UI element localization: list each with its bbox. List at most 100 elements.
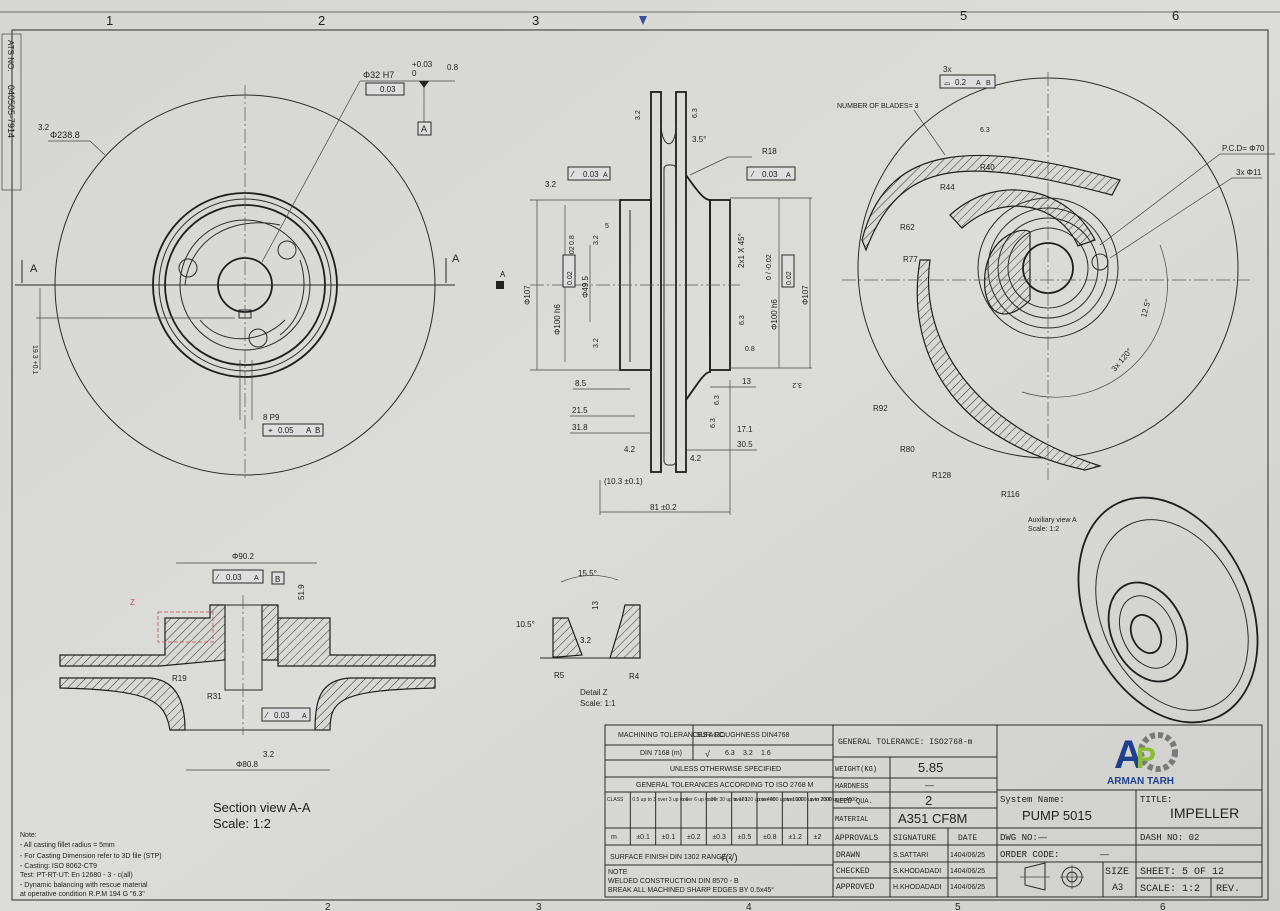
drawing-label: 0.02 [786,271,793,285]
tolerance-header: over 6 up to 30 [683,797,717,803]
drawing-label: at operative condition R.P.M 194 G "6.3" [20,891,145,898]
drawing-label: 1.6 [761,750,771,757]
drawing-label: REV. [1216,884,1240,895]
drawing-label: 040505-7914 [6,85,16,138]
drawing-label: GENERAL TOLERANCE: ISO2768-m [838,738,973,747]
drawing-label: 3x Φ11 [1236,168,1262,177]
drawing-label: 3.2 [263,750,275,759]
drawing-label: Φ107 [523,285,532,305]
drawing-label: - Dynamic balancing with rescue material [20,882,148,889]
drawing-label: 5 [605,223,609,230]
tolerance-value: ±0.3 [712,834,726,841]
drawing-label: 6 [1160,902,1166,911]
drawing-label: APPROVALS [835,834,878,843]
drawing-label: A [976,80,981,87]
drawing-label: SUR. ROUGHNESS DIN4768 [696,732,789,739]
drawing-label: 81 ±0.2 [650,503,677,512]
drawing-label: 6.3 [692,108,699,118]
tolerance-value: ±2 [814,834,822,841]
drawing-label: 0.8 [745,346,755,353]
drawing-label: 4.2 [624,445,636,454]
drawing-label: Φ107 [801,285,810,305]
drawing-label: 2 [925,793,932,808]
drawing-label: 0.8 [569,235,576,245]
drawing-label: ⁄ [264,711,269,720]
drawing-label: 3 [536,902,542,911]
drawing-label: 5 [960,8,967,23]
drawing-label: APPROVED [836,883,875,892]
drawing-label: Φ49.5 [581,275,590,298]
drawing-label: DIN 7168 (m) [640,750,682,757]
drawing-label: 10.5° [516,620,535,629]
drawing-label: 3.5° [692,135,706,144]
drawing-label: R19 [172,674,187,683]
drawing-label: 15.5° [578,569,597,578]
section-aa-view: Z Φ90.2 ⁄0.03 A B 51.9 R19 R31 ⁄0.03 A Φ… [59,552,436,831]
drawing-label: 0.03 [274,711,290,720]
drawing-label: Φ80.8 [236,760,259,769]
drawing-label: 3.2 [635,110,642,120]
drawing-label: 0 [412,69,417,78]
drawing-label: PUMP 5015 [1022,808,1092,823]
drawing-label: 3.2 [743,750,753,757]
drawing-label: Auxiliary view A [1028,517,1077,524]
drawing-label: SHEET: 5 OF 12 [1140,867,1224,878]
drawing-label: 21.5 [572,406,588,415]
drawing-label: Test: PT-RT-UT: En 12680 - 3 - c(all) [20,872,133,879]
drawing-label: ⁄ [750,170,755,179]
drawing-label: SIZE [1105,867,1129,878]
drawing-label: BREAK ALL MACHINED SHARP EDGES BY 0.5x45… [608,886,774,894]
drawing-label: 17.1 [737,425,753,434]
drawing-label: - Casting: ISO 8062-CT9 [20,863,97,870]
company-logo: A P ARMAN TARH [1107,732,1178,787]
drawing-label: R128 [932,471,952,480]
drawing-label: P.C.D= Φ70 [1222,144,1265,153]
drawing-label: 0.05 [278,426,294,435]
drawing-label: WEIGHT(KG) [835,766,877,774]
drawing-label: DWG NO: [1000,833,1038,843]
drawing-label: HARDNESS [835,783,869,791]
drawing-label: 1404/06/25 [950,884,985,891]
drawing-label: ORDER CODE: [1000,850,1059,860]
drawing-label: R80 [900,445,915,454]
drawing-label: 51.9 [297,584,306,600]
drawing-label: Section view A-A [213,800,311,815]
drawing-label: 6 [1172,8,1179,23]
drawing-label: S.KHODADADI [893,868,941,875]
drawing-label: Scale: 1:2 [1028,526,1059,533]
drawing-label: R31 [207,692,222,701]
drawing-label: 0.03 [583,170,599,179]
tolerance-header: 0.5 up to 3 [632,797,656,803]
drawing-label: 0 / -0.02 [766,254,773,280]
drawing-label: 3.2 [545,180,557,189]
drawing-label: 1404/06/25 [950,868,985,875]
drawing-label: Φ100 h6 [553,304,562,335]
drawing-label: 6.3 [739,315,746,325]
drawing-label: 1 [106,13,113,28]
drawing-label: R18 [762,147,777,156]
drawing-label: Z [130,598,135,607]
drawing-label: √ [705,749,710,759]
drawing-label: 6.3 [980,127,990,134]
drawing-label: Detail Z [580,688,608,697]
drawing-label: 0.02 [567,271,574,285]
drawing-label: ⌖ [268,426,273,435]
drawing-label: ⌓ [944,78,951,87]
drawing-label: Scale: 1:2 [213,816,271,831]
drawing-label: GENERAL TOLERANCES ACCORDING TO ISO 2768… [636,782,814,789]
drawing-label: DATE [958,834,977,843]
section-mark-right: A [452,253,460,265]
drawing-label: R92 [873,404,888,413]
drawing-label: 0.03 [226,573,242,582]
tolerance-header: CLASS [607,797,624,803]
drawing-label: R44 [940,183,955,192]
drawing-label: 0.2 [955,78,967,87]
drawing-label: - For Casting Dimension refer to 3D file… [20,853,162,860]
drawing-label: — [1038,832,1047,842]
tolerance-header: over 120 up to 400 [734,797,776,803]
drawing-label: 3 [532,13,539,28]
title-block: GENERAL TOLERANCE: ISO2768-m WEIGHT(KG) … [832,724,1263,898]
tolerance-value: m [611,834,617,841]
drawing-label: 3.2 [593,338,600,348]
